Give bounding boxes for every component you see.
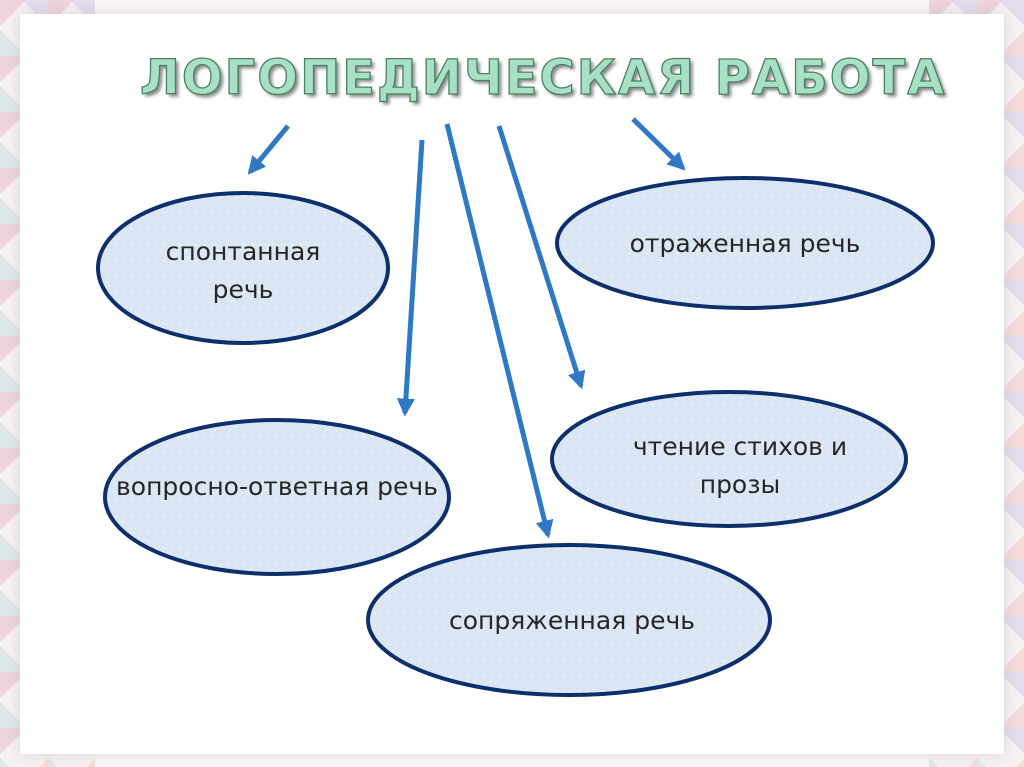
node-spontaneous-speech-label: спонтанная речь	[165, 237, 321, 304]
arrow-to-reflected-speech	[631, 117, 686, 171]
arrow-to-conjugate-speech	[444, 123, 554, 539]
arrow-to-spontaneous-speech	[247, 124, 290, 175]
node-conjugate-speech-label: сопряженная речь	[449, 606, 695, 635]
arrow-to-reading	[496, 125, 586, 390]
node-question-answer-speech-label: вопросно-ответная речь	[116, 472, 438, 501]
node-reflected-speech-label: отраженная речь	[629, 229, 861, 258]
node-ellipses	[96, 176, 935, 697]
node-spontaneous-speech-shape	[96, 191, 390, 345]
node-reading-shape	[550, 390, 908, 528]
node-reflected-speech-shape	[555, 176, 935, 310]
node-question-answer-speech-shape	[103, 418, 451, 576]
arrows	[247, 117, 686, 539]
diagram-title: ЛОГОПЕДИЧЕСКАЯ РАБОТА	[139, 49, 947, 106]
node-conjugate-speech-shape	[366, 543, 772, 697]
arrow-to-question-answer-speech	[396, 139, 425, 417]
node-reading-label: чтение стихов и прозы	[632, 432, 848, 499]
